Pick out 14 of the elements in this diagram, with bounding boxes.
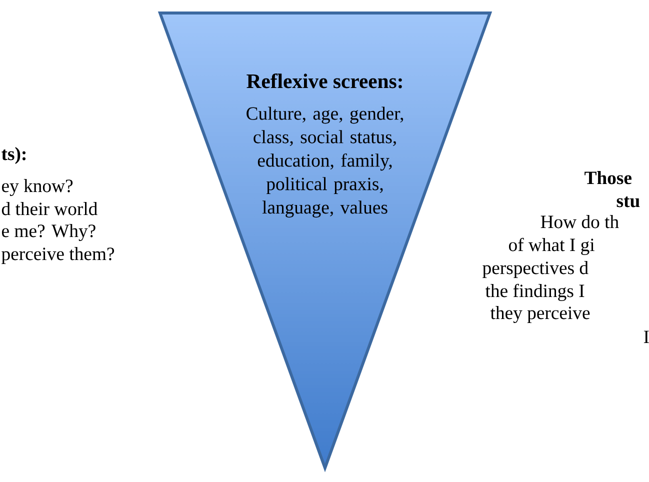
side-text: How do th [540, 215, 619, 228]
side-text: e me? Why? [2, 224, 96, 242]
side-heading: Those [584, 171, 632, 184]
side-text: the findings I [485, 284, 584, 302]
heading: Reflexive screens: [246, 73, 402, 88]
side-text: d their world [2, 202, 98, 216]
body-text: Culture, age, gender, class, social status, education, family, political praxis, language, values [246, 106, 404, 218]
side-text: of what I gi [508, 238, 594, 256]
side-heading: stu [616, 196, 640, 208]
side-heading: ts): [2, 147, 26, 164]
side-text: ey know? [2, 179, 73, 196]
side-text: perceive them? [2, 247, 114, 264]
side-text: I [644, 330, 649, 343]
side-text: perspectives d [482, 261, 588, 278]
